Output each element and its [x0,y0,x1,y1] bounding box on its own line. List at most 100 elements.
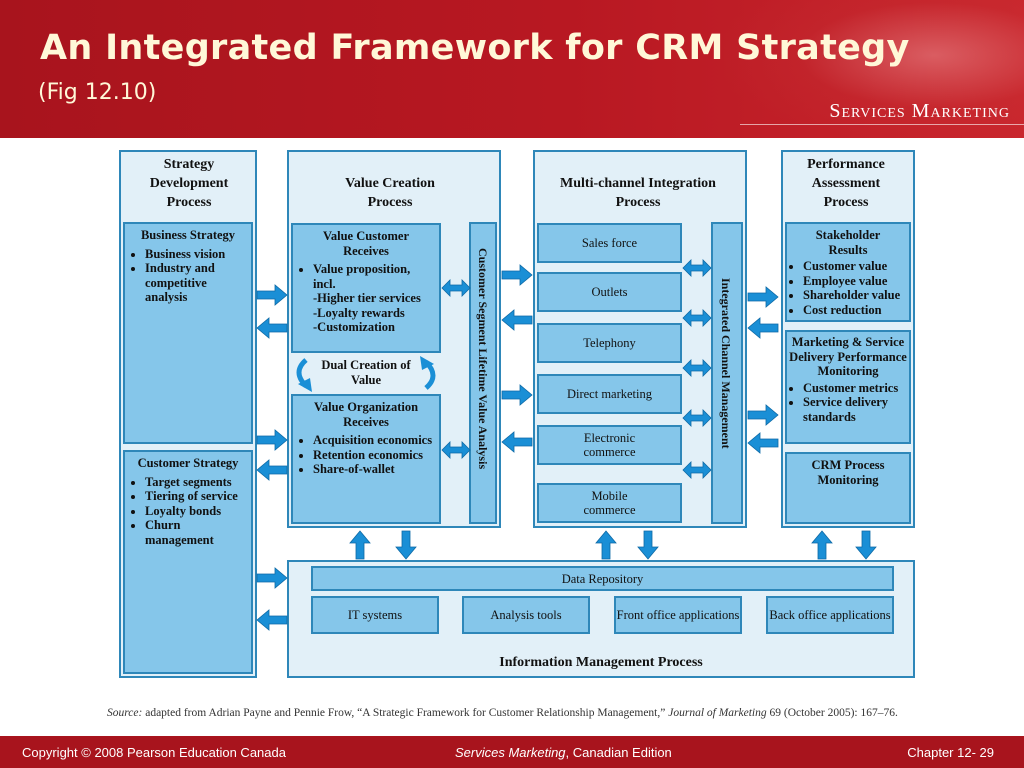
slide-subtitle: (Fig 12.10) [38,80,157,105]
list-item: Customer metrics [803,381,907,396]
performance-title: Performance Assessment Process [807,157,885,210]
arrow-left-icon [256,317,288,339]
list-item: Target segments [145,475,245,490]
segment-analysis-label: Customer Segment Lifetime Value Analysis [476,248,490,470]
arrow-right-icon [256,284,288,306]
arrow-right-icon [256,567,288,589]
arrow-left-icon [501,309,533,331]
list-item: Shareholder value [803,288,907,303]
arrow-down-icon [637,530,659,560]
arrow-up-icon [595,530,617,560]
source-citation: Source: adapted from Adrian Payne and Pe… [107,706,907,720]
list-item: Employee value [803,274,907,289]
bidirectional-arrow-icon [682,461,712,479]
source-rest: 69 (October 2005): 167–76. [769,707,898,719]
cycle-arrows-icon [296,356,436,392]
list-item: Acquisition economics [313,433,433,448]
crm-monitoring-box: CRM Process Monitoring [785,452,911,524]
arrow-left-icon [256,609,288,631]
arrow-down-icon [855,530,877,560]
delivery-heading: Marketing & Service Delivery Performance… [789,335,907,378]
slide-header: An Integrated Framework for CRM Strategy… [0,0,1024,138]
brand-divider [740,124,1024,125]
footer-book-title: Services Marketing [455,745,566,760]
list-item: Retention economics [313,448,433,463]
list-item: Cost reduction [803,303,907,318]
footer-chapter: Chapter 12- 29 [907,745,994,760]
channel-box: Sales force [537,223,682,263]
brand-label: Services Marketing [829,100,1010,122]
slide-title: An Integrated Framework for CRM Strategy [40,28,910,68]
source-text: adapted from Adrian Payne and Pennie Fro… [145,707,666,719]
strategy-title: Strategy Development Process [149,157,229,210]
arrow-right-icon [747,286,779,308]
channel-box: Outlets [537,272,682,312]
channel-box: Telephony [537,323,682,363]
bidirectional-arrow-icon [682,359,712,377]
list-item: Customer value [803,259,907,274]
arrow-up-icon [349,530,371,560]
info-tool-box: Back office applications [766,596,894,634]
arrow-right-icon [501,264,533,286]
list-item: Business vision [145,247,245,262]
list-item: Churn management [145,518,245,547]
customer-strategy-heading: Customer Strategy [137,456,239,470]
channel-management-bar [711,222,743,524]
sub-item: -Customization [313,320,395,334]
list-item: Industry and competitive analysis [145,261,245,305]
arrow-down-icon [395,530,417,560]
bidirectional-arrow-icon [682,259,712,277]
info-tool-box: IT systems [311,596,439,634]
multichannel-title: Multi-channel Integration Process [560,176,716,210]
information-title: Information Management Process [499,655,703,670]
list-item: Value proposition, incl. [313,262,433,291]
arrow-left-icon [747,317,779,339]
arrow-right-icon [256,429,288,451]
list-item: Share-of-wallet [313,462,433,477]
channel-box: Mobile commerce [537,483,682,523]
arrow-right-icon [501,384,533,406]
arrow-up-icon [811,530,833,560]
business-strategy-heading: Business Strategy [140,228,236,242]
footer-edition: , Canadian Edition [565,745,672,760]
arrow-left-icon [501,431,533,453]
delivery-monitoring-box: Marketing & Service Delivery Performance… [785,330,911,444]
customer-strategy-box: Customer Strategy Target segments Tierin… [123,450,253,674]
list-item: Service delivery standards [803,395,907,424]
list-item: Loyalty bonds [145,504,245,519]
crm-monitoring-heading: CRM Process Monitoring [811,458,885,487]
channel-management-label: Integrated Channel Management [719,278,733,449]
channel-box: Electronic commerce [537,425,682,465]
segment-analysis-bar [469,222,497,524]
arrow-right-icon [747,404,779,426]
value-creation-title: Value Creation Process [345,176,435,210]
footer-copyright: Copyright © 2008 Pearson Education Canad… [22,745,286,760]
bidirectional-arrow-icon [441,441,471,459]
list-item: Tiering of service [145,489,245,504]
stakeholder-results-box: Stakeholder Results Customer value Emplo… [785,222,911,322]
channel-box: Direct marketing [537,374,682,414]
slide-footer: Copyright © 2008 Pearson Education Canad… [0,736,1024,768]
bidirectional-arrow-icon [682,409,712,427]
dual-creation-label: Dual Creation of Value [321,358,411,387]
value-organization-heading: Value Organization Receives [313,400,419,429]
value-customer-heading: Value Customer Receives [323,229,409,258]
sub-item: -Higher tier services [313,291,421,305]
header-photo [724,0,1024,138]
value-organization-box: Value Organization Receives Acquisition … [291,394,441,524]
source-label: Source: [107,707,143,719]
flow-arrows [256,259,877,631]
arrow-left-icon [747,432,779,454]
info-tool-box: Analysis tools [462,596,590,634]
value-customer-box: Value Customer Receives Value propositio… [291,223,441,353]
sub-item: -Loyalty rewards [313,305,405,320]
bidirectional-arrow-icon [441,279,471,297]
source-journal: Journal of Marketing [668,707,767,719]
footer-book: Services Marketing, Canadian Edition [455,745,672,760]
arrow-left-icon [256,459,288,481]
info-tool-box: Front office applications [614,596,742,634]
bidirectional-arrow-icon [682,309,712,327]
stakeholder-heading: Stakeholder Results [815,228,881,257]
business-strategy-box: Business Strategy Business vision Indust… [123,222,253,444]
data-repository-box: Data Repository [311,566,894,591]
